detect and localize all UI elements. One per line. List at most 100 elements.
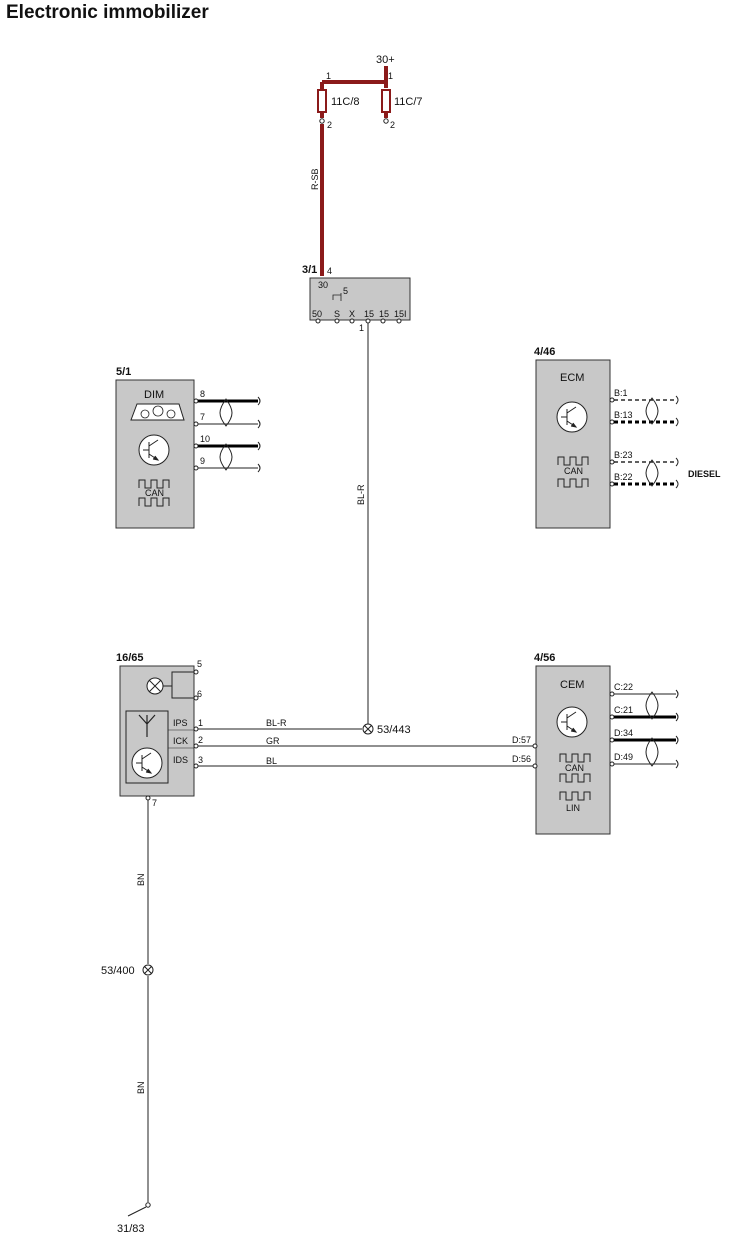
ids-wire-color: BL <box>266 756 277 766</box>
cem-pin <box>609 714 615 720</box>
lamp-wiring <box>163 671 194 699</box>
ignition-out-wire-color: BL-R <box>356 484 366 505</box>
immobilizer-pin-top: 6 <box>197 689 202 699</box>
power-supply-section: 30+ 1 1 11C/8 11C/7 2 2 R-SB <box>310 54 423 276</box>
twisted-pair-icon <box>219 398 233 427</box>
fuse-b-label: 11C/7 <box>394 96 423 108</box>
cem-box <box>535 665 611 835</box>
cem-in-pin-label: D:57 <box>512 735 531 745</box>
splice-icon <box>362 723 374 735</box>
cem-pin <box>609 691 615 697</box>
fuse-a-symbol <box>317 89 327 113</box>
supply-label: 30+ <box>376 54 395 66</box>
dim-can-label: CAN <box>145 488 164 498</box>
ignition-pin <box>334 318 340 324</box>
wire-break-icon <box>675 395 679 489</box>
ignition-term-5: 5 <box>343 286 348 296</box>
immobilizer-port-ips: IPS <box>173 718 188 728</box>
can-signal-icon <box>559 773 591 783</box>
ignition-term-s: S <box>334 309 340 319</box>
antenna-unit-frame <box>125 710 169 784</box>
dim-pin-label: 10 <box>200 434 210 444</box>
dim-pin <box>193 465 199 471</box>
can-signal-icon <box>557 456 589 466</box>
cem-pin <box>532 743 538 749</box>
dim-pin <box>193 398 199 404</box>
ecm-can-label: CAN <box>564 466 583 476</box>
ecm-id: 4/46 <box>534 346 555 358</box>
ground-wire-color-upper: BN <box>136 873 146 886</box>
immobilizer-port-pin: 3 <box>198 755 203 765</box>
can-signal-icon <box>138 497 170 507</box>
ecm-pin-label: B:1 <box>614 388 628 398</box>
cem-lin-label: LIN <box>566 803 580 813</box>
dim-name: DIM <box>144 389 164 401</box>
ignition-pin <box>315 318 321 324</box>
dim-pin-label: 7 <box>200 412 205 422</box>
instrument-cluster-icon <box>130 403 185 421</box>
transistor-icon <box>556 706 588 738</box>
ecm-pin <box>609 419 615 425</box>
dim-pin-label: 8 <box>200 389 205 399</box>
ignition-pin <box>349 318 355 324</box>
ignition-term-50: 50 <box>312 309 322 319</box>
wire-break-icon <box>257 396 261 473</box>
immobilizer-ground-pin <box>145 795 151 801</box>
fuse-wire-color: R-SB <box>310 168 320 190</box>
fuse-a-terminal <box>319 118 325 124</box>
twisted-pair-icon <box>645 459 659 487</box>
immobilizer-id: 16/65 <box>116 652 144 664</box>
ecm-module: 4/46 ECM CAN B:1 B:13 B:23 B:22 DIESEL <box>534 346 721 529</box>
cem-name: CEM <box>560 679 584 691</box>
lamp-icon <box>146 677 164 695</box>
ignition-switch-pin-in: 4 <box>327 266 332 276</box>
antenna-icon <box>138 714 156 737</box>
transistor-icon <box>138 434 170 466</box>
fuse-a-label: 11C/8 <box>331 96 360 108</box>
lin-signal-icon <box>559 791 591 801</box>
can-signal-icon <box>138 479 170 489</box>
ecm-pin <box>609 481 615 487</box>
immobilizer-port-ids: IDS <box>173 755 188 765</box>
can-signal-icon <box>559 753 591 763</box>
ignition-pin <box>396 318 402 324</box>
ignition-term-15a: 15 <box>364 309 374 319</box>
signal-wires: BL-R GR BL 53/443 <box>198 718 533 767</box>
dim-pin <box>193 421 199 427</box>
fuse-b-symbol <box>381 89 391 113</box>
ignition-switch-id: 3/1 <box>302 264 317 276</box>
immobilizer-pin-top: 5 <box>197 659 202 669</box>
cem-in-pin-label: D:56 <box>512 754 531 764</box>
ecm-diesel-note: DIESEL <box>688 469 721 479</box>
twisted-pair-icon <box>645 397 659 425</box>
immobilizer-pin <box>193 695 199 701</box>
twisted-pair-icon <box>219 443 233 471</box>
fuse-b-terminal <box>383 118 389 124</box>
immobilizer-port-ick: ICK <box>173 736 188 746</box>
fuse-a-pin-bottom: 2 <box>327 120 332 130</box>
cem-pin <box>532 763 538 769</box>
fuse-b-pin-bottom: 2 <box>390 120 395 130</box>
dim-id: 5/1 <box>116 366 131 378</box>
immobilizer-ground-pin-label: 7 <box>152 798 157 808</box>
ground-wire-color-lower: BN <box>136 1081 146 1094</box>
ignition-term-30: 30 <box>318 280 328 290</box>
ignition-pin <box>380 318 386 324</box>
immobilizer-port-pin: 2 <box>198 735 203 745</box>
ecm-pin-label: B:13 <box>614 410 633 420</box>
ips-wire-color: BL-R <box>266 718 287 728</box>
dim-pin-label: 9 <box>200 456 205 466</box>
ground-label: 31/83 <box>117 1223 145 1235</box>
ecm-pin-label: B:23 <box>614 450 633 460</box>
dim-module: 5/1 DIM CAN 8 7 10 9 <box>115 366 261 529</box>
ecm-name: ECM <box>560 372 584 384</box>
ignition-term-x: X <box>349 309 355 319</box>
cem-id: 4/56 <box>534 652 555 664</box>
can-signal-icon <box>557 478 589 488</box>
ignition-pin-out: 1 <box>359 323 364 333</box>
cem-can-label: CAN <box>565 763 584 773</box>
ecm-pin <box>609 397 615 403</box>
wire-break-icon <box>675 689 679 769</box>
transistor-icon <box>556 401 588 433</box>
